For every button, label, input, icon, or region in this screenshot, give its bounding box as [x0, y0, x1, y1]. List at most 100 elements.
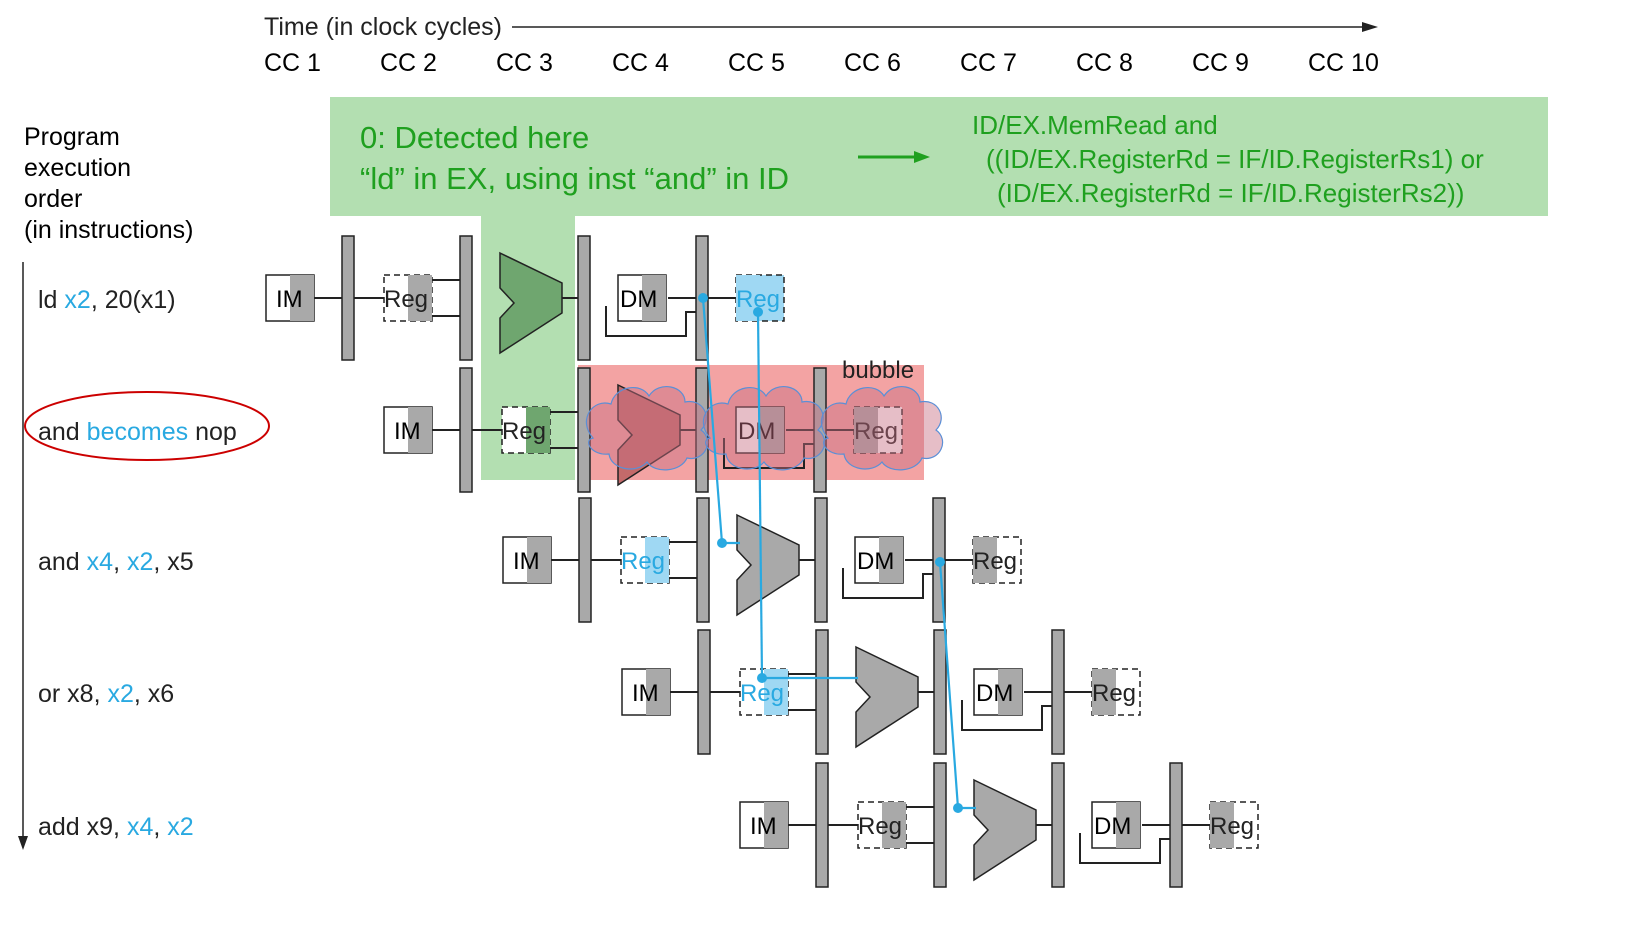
cycle-label: CC 3 — [496, 49, 553, 77]
forwarding-paths — [698, 293, 976, 813]
detect-line-1: 0: Detected here — [360, 120, 589, 155]
dm-shade — [998, 669, 1022, 715]
forward-dot — [753, 307, 763, 317]
pipeline-row: IM Reg DM Reg — [739, 762, 1259, 888]
pipeline-register — [577, 367, 591, 493]
detect-arrowhead — [914, 151, 930, 163]
alu — [855, 645, 919, 749]
pipeline-register — [1051, 629, 1065, 755]
reg-read-label: Reg — [502, 418, 546, 445]
reg-read-label: Reg — [384, 286, 428, 313]
bubble-cloud — [585, 386, 709, 471]
pipeline-register — [815, 629, 829, 755]
im-label: IM — [513, 548, 540, 575]
bubble-cloud — [702, 386, 826, 471]
alu — [499, 251, 563, 355]
becomes-nop-oval — [24, 391, 270, 461]
pipeline-register — [813, 367, 827, 493]
dm-label: DM — [976, 680, 1013, 707]
bubble-cloud — [820, 386, 944, 471]
time-axis-arrowhead — [1362, 22, 1378, 32]
forward-dot — [698, 293, 708, 303]
cycle-label: CC 7 — [960, 49, 1017, 77]
forward-dot — [935, 557, 945, 567]
reg-write-shade — [973, 537, 997, 583]
pipeline-register — [341, 235, 355, 361]
dm-label: DM — [1094, 813, 1131, 840]
im-shade — [290, 275, 314, 321]
pipeline-register — [933, 762, 947, 888]
bubble-label: bubble — [842, 357, 914, 384]
condition-line-3: (ID/EX.RegisterRd = IF/ID.RegisterRs2)) — [997, 178, 1464, 208]
reg-write-label: Reg — [854, 418, 898, 445]
im-shade — [527, 537, 551, 583]
program-order-label: Program execution order (in instructions… — [18, 123, 194, 850]
instruction-label: and x4, x2, x5 — [38, 548, 194, 576]
forward-dot — [953, 803, 963, 813]
pipeline-register — [815, 762, 829, 888]
condition-line-1: ID/EX.MemRead and — [972, 110, 1218, 140]
bypass-wire — [1079, 833, 1172, 864]
reg-read-label: Reg — [858, 813, 902, 840]
pipeline-register — [697, 629, 711, 755]
cycle-label: CC 4 — [612, 49, 669, 77]
reg-write-shade — [854, 407, 878, 453]
dm-shade — [760, 407, 784, 453]
cycle-label: CC 6 — [844, 49, 901, 77]
im-shade — [408, 407, 432, 453]
dm-label: DM — [620, 286, 657, 313]
condition-line-2: ((ID/EX.RegisterRd = IF/ID.RegisterRs1) … — [986, 144, 1484, 174]
alu — [973, 778, 1037, 882]
im-label: IM — [632, 680, 659, 707]
forward-line — [756, 311, 764, 679]
im-label: IM — [750, 813, 777, 840]
program-order-line-4: (in instructions) — [24, 216, 194, 244]
reg-write-label: Reg — [1092, 680, 1136, 707]
reg-read-shade — [645, 537, 669, 583]
im-label: IM — [276, 286, 303, 313]
detect-box — [330, 97, 1548, 216]
im-shade — [646, 669, 670, 715]
reg-write-label: Reg — [1210, 813, 1254, 840]
cycle-labels: CC 1 CC 2 CC 3 CC 4 CC 5 CC 6 CC 7 CC 8 CC 9 CC 1… — [264, 49, 1379, 77]
detect-annotation: 0: Detected here “ld” in EX, using inst … — [360, 110, 1484, 208]
cycle-label: CC 5 — [728, 49, 785, 77]
instruction-label: ld x2, 20(x1) — [38, 286, 176, 314]
im-label: IM — [394, 418, 421, 445]
dm-shade — [1116, 802, 1140, 848]
pipeline-register — [814, 497, 828, 623]
dm-label: DM — [738, 418, 775, 445]
program-order-line-1: Program — [24, 123, 120, 151]
instruction-label: and becomes nop — [38, 418, 237, 446]
im-shade — [764, 802, 788, 848]
reg-write-shade — [1210, 802, 1234, 848]
dm-shade — [879, 537, 903, 583]
reg-read-shade — [764, 669, 788, 715]
reg-write-shade — [1092, 669, 1116, 715]
bypass-wire — [842, 568, 935, 599]
cycle-label: CC 9 — [1192, 49, 1249, 77]
cycle-label: CC 8 — [1076, 49, 1133, 77]
cycle-label: CC 1 — [264, 49, 321, 77]
time-axis-label: Time (in clock cycles) — [264, 13, 502, 41]
bypass-wire — [605, 306, 698, 337]
reg-read-shade — [882, 802, 906, 848]
dm-label: DM — [857, 548, 894, 575]
reg-read-label: Reg — [621, 548, 665, 575]
pipeline-register — [1051, 762, 1065, 888]
pipeline-register — [1169, 762, 1183, 888]
program-order-arrowhead — [18, 836, 28, 850]
cycle-label: CC 10 — [1308, 49, 1379, 77]
bypass-wire — [723, 438, 816, 469]
highlight-overlays — [330, 97, 1548, 480]
reg-read-shade — [408, 275, 432, 321]
pipeline-register — [696, 497, 710, 623]
forward-dot — [717, 538, 727, 548]
instruction-label: or x8, x2, x6 — [38, 680, 174, 708]
instruction-label: add x9, x4, x2 — [38, 813, 194, 841]
cycle-label: CC 2 — [380, 49, 437, 77]
